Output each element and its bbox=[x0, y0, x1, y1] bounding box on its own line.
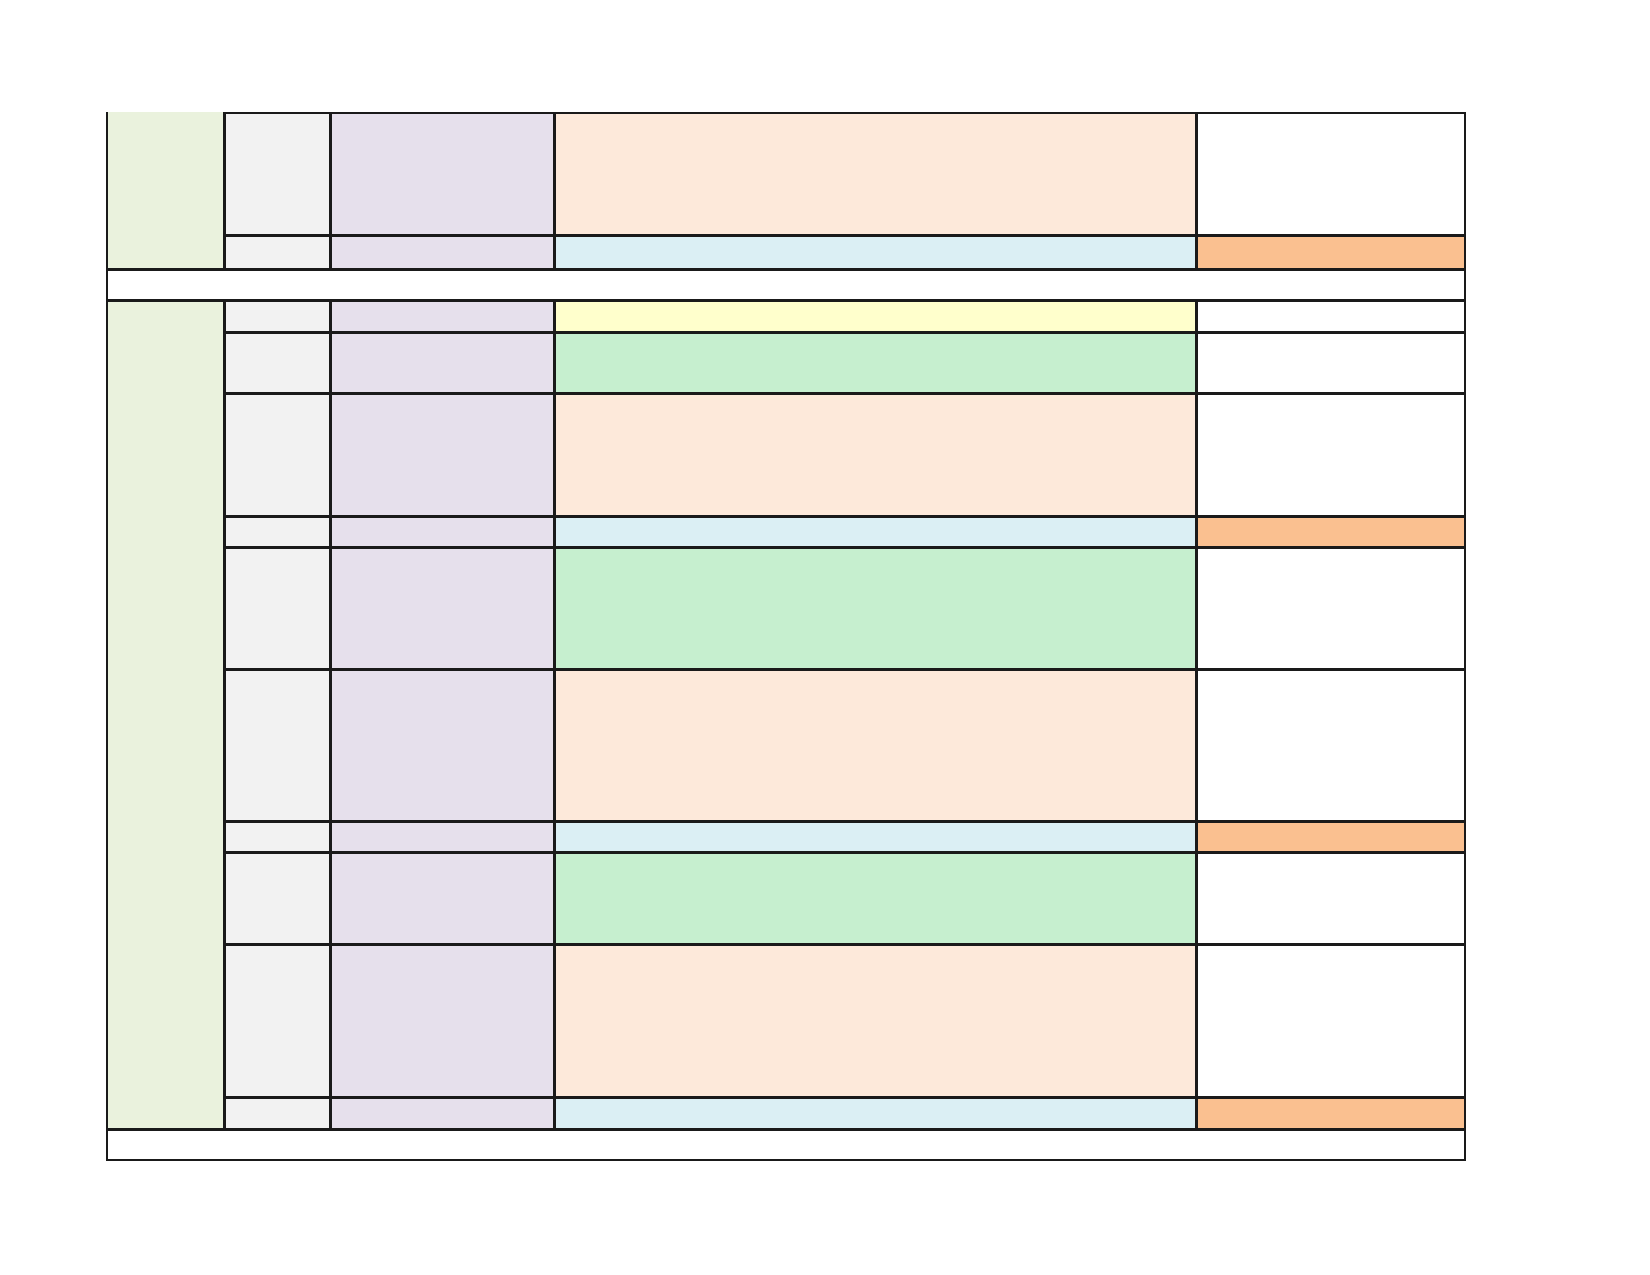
spacer-row-1[interactable] bbox=[106, 269, 1466, 301]
notes-cell[interactable] bbox=[1196, 332, 1466, 394]
topic-cell[interactable] bbox=[330, 821, 555, 853]
topic-cell[interactable] bbox=[330, 547, 555, 670]
topic-cell[interactable] bbox=[330, 944, 555, 1098]
topic-cell[interactable] bbox=[330, 393, 555, 517]
notes-cell[interactable] bbox=[1196, 516, 1466, 548]
notes-cell[interactable] bbox=[1196, 852, 1466, 945]
week-cell[interactable] bbox=[224, 332, 331, 394]
unit-band-1[interactable] bbox=[106, 112, 225, 270]
week-cell[interactable] bbox=[224, 235, 331, 270]
topic-cell[interactable] bbox=[330, 669, 555, 822]
week-cell[interactable] bbox=[224, 852, 331, 945]
week-cell[interactable] bbox=[224, 821, 331, 853]
topic-cell[interactable] bbox=[330, 1097, 555, 1130]
description-cell[interactable] bbox=[554, 112, 1197, 236]
notes-cell[interactable] bbox=[1196, 393, 1466, 517]
week-cell[interactable] bbox=[224, 516, 331, 548]
description-cell[interactable] bbox=[554, 669, 1197, 822]
notes-cell[interactable] bbox=[1196, 1097, 1466, 1130]
topic-cell[interactable] bbox=[330, 112, 555, 236]
description-cell[interactable] bbox=[554, 1097, 1197, 1130]
week-cell[interactable] bbox=[224, 669, 331, 822]
description-cell[interactable] bbox=[554, 393, 1197, 517]
notes-cell[interactable] bbox=[1196, 300, 1466, 333]
week-cell[interactable] bbox=[224, 112, 331, 236]
description-cell[interactable] bbox=[554, 852, 1197, 945]
description-cell[interactable] bbox=[554, 944, 1197, 1098]
week-cell[interactable] bbox=[224, 547, 331, 670]
topic-cell[interactable] bbox=[330, 332, 555, 394]
topic-cell[interactable] bbox=[330, 516, 555, 548]
notes-cell[interactable] bbox=[1196, 669, 1466, 822]
unit-band-2[interactable] bbox=[106, 300, 225, 1130]
description-cell[interactable] bbox=[554, 332, 1197, 394]
description-cell[interactable] bbox=[554, 516, 1197, 548]
notes-cell[interactable] bbox=[1196, 944, 1466, 1098]
week-cell[interactable] bbox=[224, 944, 331, 1098]
notes-cell[interactable] bbox=[1196, 112, 1466, 236]
week-cell[interactable] bbox=[224, 1097, 331, 1130]
description-cell[interactable] bbox=[554, 547, 1197, 670]
notes-cell[interactable] bbox=[1196, 821, 1466, 853]
topic-cell[interactable] bbox=[330, 235, 555, 270]
spacer-row-2[interactable] bbox=[106, 1129, 1466, 1161]
notes-cell[interactable] bbox=[1196, 235, 1466, 270]
topic-cell[interactable] bbox=[330, 300, 555, 333]
week-cell[interactable] bbox=[224, 300, 331, 333]
topic-cell[interactable] bbox=[330, 852, 555, 945]
description-cell[interactable] bbox=[554, 300, 1197, 333]
week-cell[interactable] bbox=[224, 393, 331, 517]
notes-cell[interactable] bbox=[1196, 547, 1466, 670]
description-cell[interactable] bbox=[554, 235, 1197, 270]
description-cell[interactable] bbox=[554, 821, 1197, 853]
